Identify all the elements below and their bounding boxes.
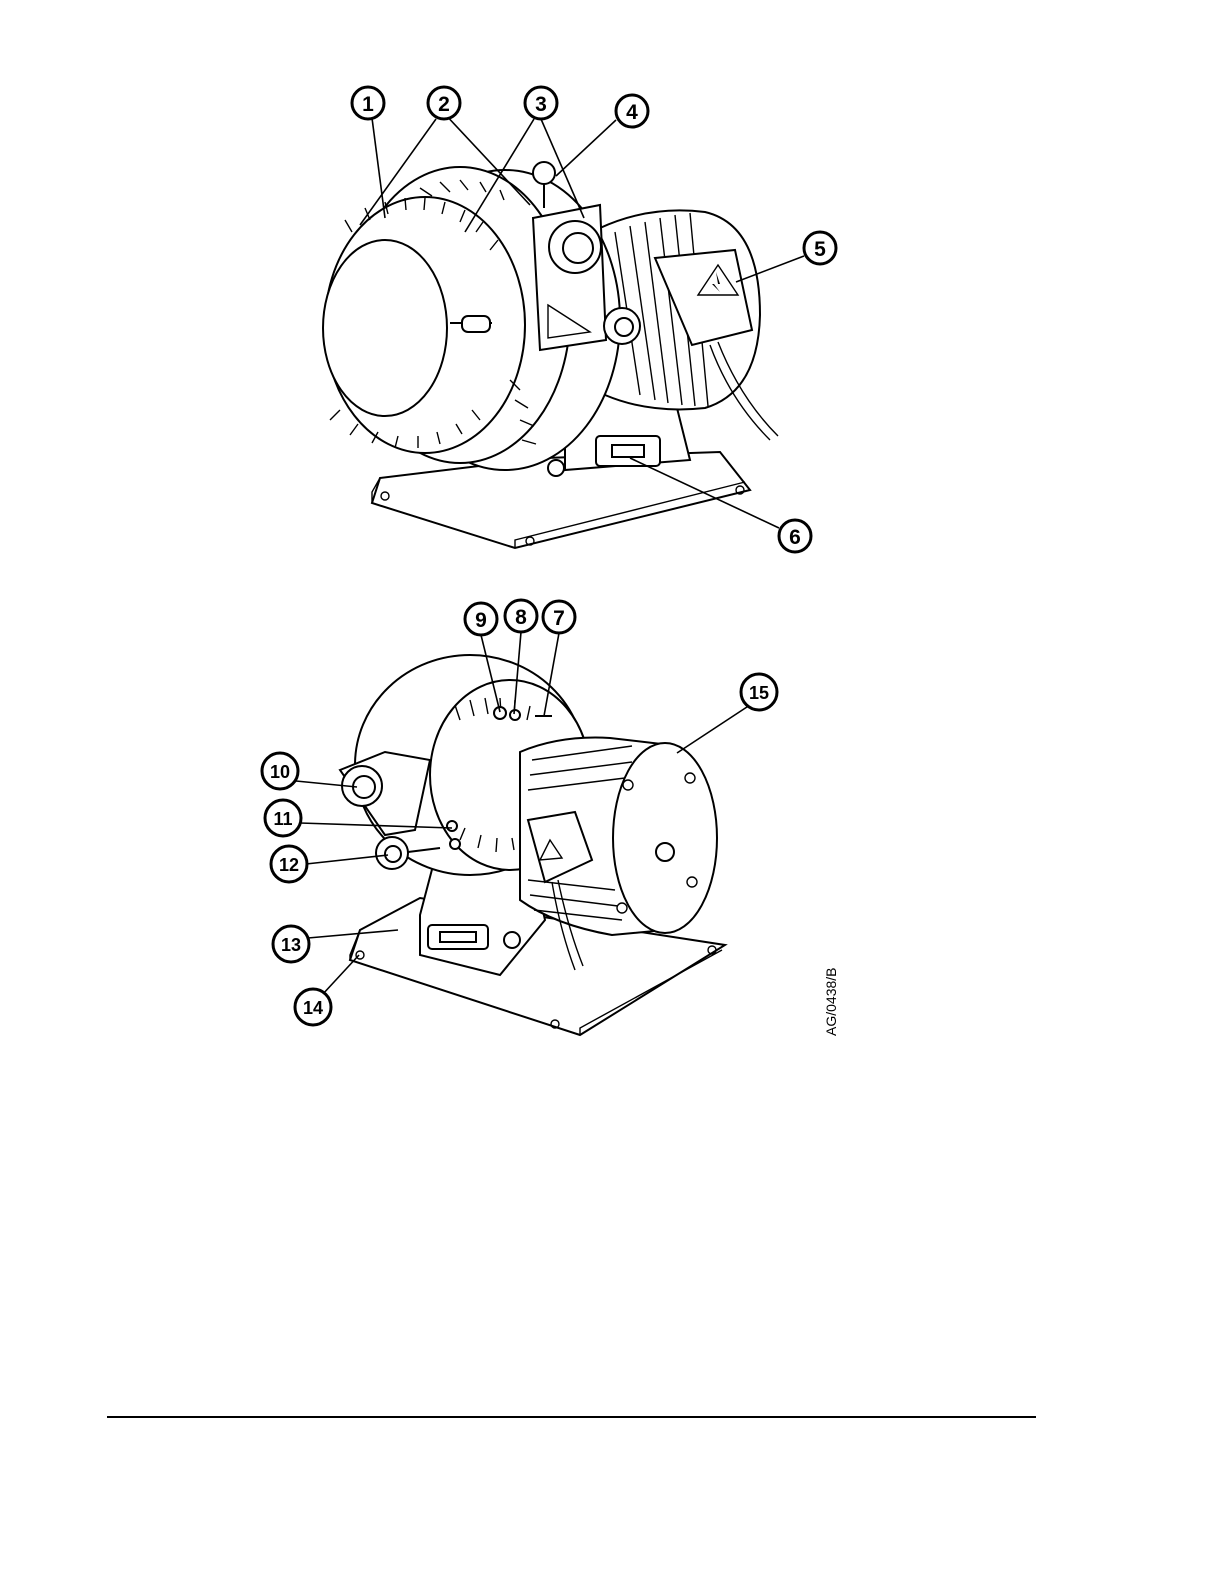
callout-4: 4 xyxy=(616,95,648,127)
callout-3: 3 xyxy=(525,87,557,119)
pump-front-view xyxy=(323,162,778,548)
callout-12: 12 xyxy=(271,846,307,882)
callout-5: 5 xyxy=(804,232,836,264)
callout-label: 11 xyxy=(273,809,292,829)
callout-11: 11 xyxy=(265,800,301,836)
callout-label: 4 xyxy=(626,101,638,124)
pump-rear-view xyxy=(340,655,725,1035)
callout-13: 13 xyxy=(273,926,309,962)
callout-14: 14 xyxy=(295,989,331,1025)
callout-9: 9 xyxy=(465,603,497,635)
callout-label: 9 xyxy=(475,609,487,632)
callout-label: 8 xyxy=(515,606,527,629)
callout-6: 6 xyxy=(779,520,811,552)
callout-label: 14 xyxy=(303,998,323,1018)
callout-label: 13 xyxy=(281,935,301,955)
callout-label: 5 xyxy=(814,238,826,261)
figure-reference-code: AG/0438/B xyxy=(823,968,839,1037)
callout-2: 2 xyxy=(428,87,460,119)
callout-15: 15 xyxy=(741,674,777,710)
callout-10: 10 xyxy=(262,753,298,789)
callout-1: 1 xyxy=(352,87,384,119)
callout-label: 10 xyxy=(270,762,290,782)
callout-label: 3 xyxy=(535,93,547,116)
callout-label: 6 xyxy=(789,526,801,549)
callout-label: 2 xyxy=(438,93,450,116)
callout-7: 7 xyxy=(543,601,575,633)
callout-8: 8 xyxy=(505,600,537,632)
callout-label: 1 xyxy=(362,93,374,116)
callout-label: 7 xyxy=(553,607,565,630)
callout-label: 15 xyxy=(749,683,769,703)
callout-label: 12 xyxy=(279,855,299,875)
